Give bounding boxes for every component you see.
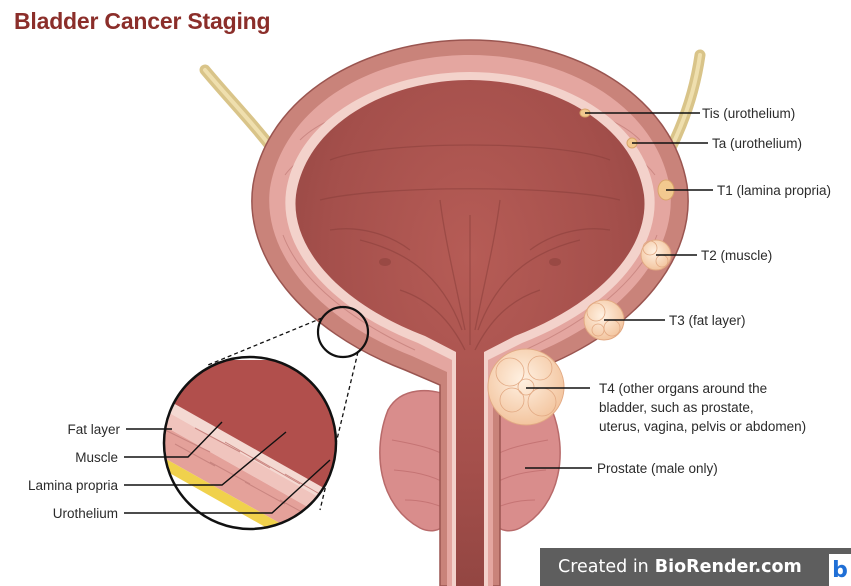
label-lamina-propria: Lamina propria: [28, 478, 119, 493]
credit-brand: BioRender.com: [655, 557, 802, 577]
label-muscle: Muscle: [75, 450, 118, 465]
label-prostate: Prostate (male only): [597, 461, 718, 476]
biorender-logo-icon: b: [829, 554, 851, 586]
credit-prefix: Created in: [558, 557, 649, 577]
label-ta: Ta (urothelium): [712, 136, 802, 151]
label-urothelium: Urothelium: [53, 506, 118, 521]
tumor-t4: [488, 349, 564, 425]
label-t2: T2 (muscle): [701, 248, 772, 263]
label-t3: T3 (fat layer): [669, 313, 746, 328]
label-t1: T1 (lamina propria): [717, 183, 831, 198]
label-t4-line3: uterus, vagina, pelvis or abdomen): [599, 419, 806, 434]
biorender-credit: Created in BioRender.com b: [540, 548, 851, 586]
label-tis: Tis (urothelium): [702, 106, 795, 121]
label-t4-line2: bladder, such as prostate,: [599, 400, 754, 415]
right-ureter: [670, 55, 700, 150]
label-fat-layer: Fat layer: [67, 422, 120, 437]
label-t4-line1: T4 (other organs around the: [599, 381, 767, 396]
